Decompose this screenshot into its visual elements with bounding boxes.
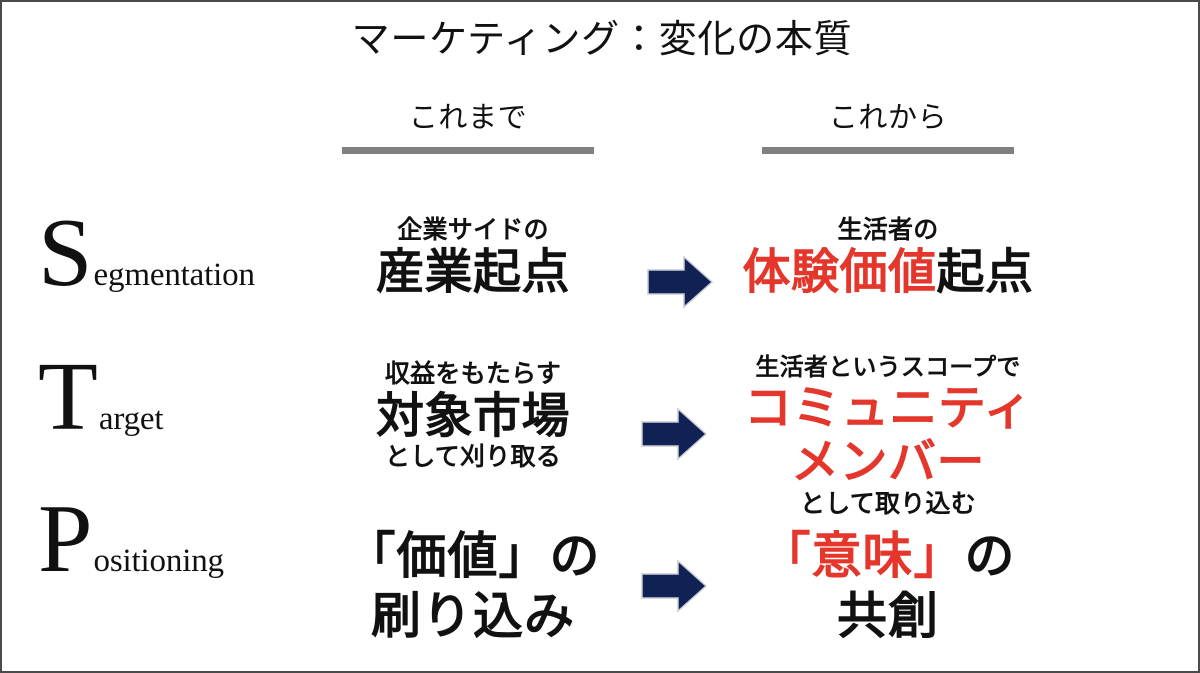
- target-after-post: として取り込む: [799, 490, 976, 518]
- stp-item-target: T arget: [38, 343, 328, 451]
- target-after-main-line2: メンバー: [791, 436, 985, 490]
- stp-item-segmentation: S egmentation: [38, 199, 328, 307]
- column-header-after-label: これから: [828, 102, 948, 134]
- segmentation-before-pre: 企業サイドの: [397, 217, 549, 244]
- positioning-after-line1: 「意味」の: [738, 526, 1038, 586]
- positioning-after-line1-black: の: [964, 528, 1016, 584]
- stp-initial-p: P: [38, 485, 93, 593]
- stp-word-target: arget: [98, 401, 164, 437]
- column-header-after: これから: [738, 102, 1038, 155]
- stp-word-positioning: ositioning: [93, 543, 225, 579]
- positioning-before-line2: 刷り込み: [371, 588, 575, 644]
- right-arrow-icon-target: [640, 406, 708, 462]
- segmentation-after-main-black: 起点: [936, 245, 1034, 299]
- segmentation-after-main: 体験価値起点: [738, 246, 1038, 300]
- positioning-before-line1: 「価値」の: [345, 528, 601, 584]
- target-before-post: として刈り取る: [384, 444, 561, 472]
- column-header-before-label: これまで: [408, 102, 528, 134]
- stp-item-positioning: P ositioning: [38, 485, 328, 593]
- stp-initial-t: T: [38, 343, 98, 451]
- target-after-main-line1: コミュニティ: [743, 382, 1032, 436]
- stp-initial-s: S: [38, 199, 93, 307]
- stp-word-segmentation: egmentation: [93, 257, 255, 293]
- cell-segmentation-after: 生活者の 体験価値起点: [738, 216, 1038, 299]
- right-arrow-icon-segmentation: [646, 254, 714, 310]
- right-arrow-icon-positioning: [640, 558, 708, 614]
- segmentation-before-main: 産業起点: [376, 245, 570, 299]
- positioning-after-line2: 共創: [837, 588, 939, 644]
- cell-segmentation-before: 企業サイドの 産業起点: [328, 216, 618, 299]
- target-before-pre: 収益をもたらす: [384, 361, 562, 388]
- segmentation-after-pre: 生活者の: [837, 217, 939, 244]
- column-rule-after: [762, 147, 1014, 155]
- column-rule-before: [342, 147, 594, 155]
- positioning-after-line1-red: 「意味」: [760, 528, 965, 584]
- target-before-main: 対象市場: [376, 389, 570, 443]
- segmentation-after-main-red: 体験価値: [742, 245, 937, 299]
- cell-target-after: 生活者というスコープで コミュニティ メンバー として取り込む: [738, 354, 1038, 519]
- page-title: マーケティング：変化の本質: [351, 19, 853, 61]
- column-header-before: これまで: [318, 102, 618, 155]
- cell-positioning-after: 「意味」の 共創: [738, 526, 1038, 646]
- target-after-pre: 生活者というスコープで: [755, 355, 1021, 381]
- cell-target-before: 収益をもたらす 対象市場 として刈り取る: [328, 360, 618, 473]
- cell-positioning-before: 「価値」の 刷り込み: [328, 526, 618, 646]
